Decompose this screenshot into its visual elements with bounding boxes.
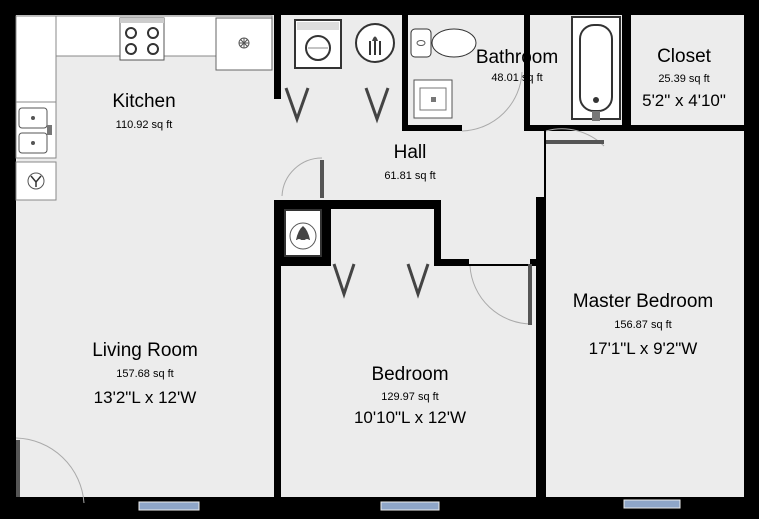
dishwasher-icon	[215, 17, 273, 71]
bathroom-area: 48.01 sq ft	[491, 72, 543, 84]
living-room-area: 157.68 sq ft	[116, 368, 174, 380]
closet-door-icon	[284, 87, 430, 299]
water-heater-icon	[355, 23, 395, 63]
wall-laundry-right	[402, 15, 408, 131]
wall-bath-bottom	[402, 125, 462, 131]
bath-sink-icon	[413, 79, 453, 119]
bathroom-label: Bathroom 48.01 sq ft	[476, 47, 558, 84]
door-leaves	[16, 140, 604, 497]
stove-icon	[119, 17, 165, 61]
floor-kitchen-living	[16, 15, 274, 503]
bedroom-dims: 10'10"L x 12'W	[353, 408, 467, 427]
closet-area: 25.39 sq ft	[658, 73, 710, 85]
floor-hall-right	[440, 130, 544, 264]
master-bedroom-dims: 17'1"L x 9'2"W	[588, 339, 698, 358]
wall-bedclos-top	[326, 200, 441, 209]
hall-area: 61.81 sq ft	[384, 170, 436, 182]
wall-tub-right	[622, 15, 631, 131]
toilet-icon	[410, 28, 477, 58]
bedroom-name: Bedroom	[371, 364, 449, 385]
master-bedroom-name: Master Bedroom	[572, 291, 714, 312]
master-bedroom-area: 156.87 sq ft	[614, 319, 672, 331]
floor-master	[546, 131, 744, 497]
living-room-name: Living Room	[92, 340, 198, 361]
wall-bedroom-top	[274, 200, 326, 207]
wall-hall-left	[274, 200, 281, 503]
kitchen-name: Kitchen	[112, 91, 176, 112]
wall-closet-bottom-left	[524, 125, 544, 131]
wall-closet-bottom-right	[698, 125, 744, 131]
closet-dims: 5'2" x 4'10"	[642, 91, 726, 110]
counter-left	[15, 15, 57, 103]
closet-label: Closet 25.39 sq ft 5'2" x 4'10"	[642, 46, 726, 111]
closet-name: Closet	[657, 46, 711, 67]
bathroom-name: Bathroom	[475, 47, 559, 68]
bathtub-icon	[571, 16, 621, 121]
bedroom-area: 129.97 sq ft	[381, 391, 439, 403]
kitchen-label: Kitchen 110.92 sq ft	[112, 91, 175, 131]
wall-bath-right	[524, 15, 530, 131]
wall-laundry-left	[274, 15, 281, 99]
wall-bedclos-left	[324, 200, 331, 266]
floor-bedroom	[281, 266, 536, 499]
floor-bedroom-closet	[331, 209, 434, 269]
disposal-icon	[27, 172, 45, 190]
wall-bedclos-right	[434, 200, 441, 266]
kitchen-area: 110.92 sq ft	[115, 119, 173, 131]
window-icon	[138, 499, 681, 511]
furnace-icon	[284, 209, 322, 257]
wall-bed-master	[536, 197, 546, 503]
floors	[16, 15, 744, 503]
wall-bedroom-top-right	[434, 259, 469, 266]
bedroom-label: Bedroom 129.97 sq ft 10'10"L x 12'W	[354, 364, 466, 428]
living-room-label: Living Room 157.68 sq ft 13'2"L x 12'W	[92, 340, 198, 408]
bath-door-swing	[461, 71, 523, 132]
floor-closet	[631, 15, 744, 125]
sink-icon	[18, 107, 52, 154]
living-room-dims: 13'2"L x 12'W	[93, 388, 197, 407]
hall-label: Hall 61.81 sq ft	[384, 142, 435, 182]
master-bedroom-label: Master Bedroom 156.87 sq ft 17'1"L x 9'2…	[573, 291, 713, 359]
washer-icon	[294, 19, 342, 69]
wall-hall-mid	[530, 259, 546, 266]
hall-name: Hall	[393, 142, 427, 163]
